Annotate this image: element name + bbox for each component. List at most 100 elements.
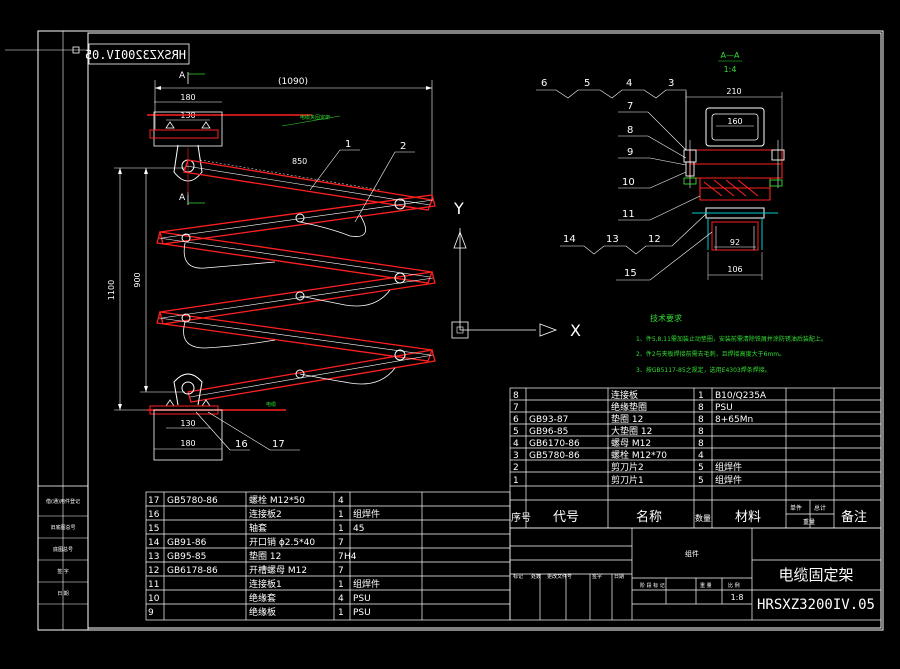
boml-no-9: 9 [148, 608, 154, 618]
bomr-name-4: 螺母 M12 [611, 438, 651, 449]
bom-right-header: 序号 代号 名称 数量 材料 单件 总计 重量 备注 [511, 504, 867, 526]
tb-scale-label: 比 例 [728, 582, 740, 589]
boml-no-16: 16 [148, 510, 160, 520]
bomr-name-5: 大垫圈 12 [611, 425, 652, 437]
callout-7: 7 [627, 101, 633, 112]
mirrored-code: HRSXZ3200IV.05 [85, 48, 186, 62]
boml-name-12: 开槽螺母 M12 [249, 564, 307, 576]
section-marker-top: A [179, 71, 186, 81]
boml-qty-14: 7 [338, 538, 344, 548]
hdr-note: 备注 [841, 509, 867, 525]
callout-15: 15 [624, 268, 637, 279]
tb-doc: 更改文件号 [547, 573, 572, 580]
bomr-code-6: GB93-87 [529, 415, 568, 425]
section-bolts [683, 140, 785, 188]
note-top: 电缆夹固定架 [300, 114, 330, 121]
tb-mark: 标记 [513, 573, 523, 580]
bomr-code-5: GB96-85 [529, 427, 568, 437]
bomr-name-3: 螺栓 M12*70 [611, 449, 667, 461]
drawing-title: 电缆固定架 [778, 566, 853, 584]
dim-diagonal: 850 [292, 157, 307, 166]
bom-right: 8 连接板 1 B10/Q235A 7 绝缘垫圈 8 PSU 6 GB93-87… [509, 387, 882, 529]
hdr-name: 名称 [636, 509, 662, 525]
boml-code-13: GB95-85 [167, 552, 206, 562]
boml-qty-12: 7 [338, 566, 344, 576]
boml-code-14: GB91-86 [167, 538, 207, 548]
hdr-mat: 材料 [735, 510, 761, 525]
tech-note-3: 3、按GB5117-85之规定，选用E4303焊条焊接。 [636, 366, 771, 374]
callout-12: 12 [648, 234, 661, 245]
callout-10: 10 [622, 177, 635, 188]
bomr-qty-5: 8 [698, 427, 704, 437]
boml-name-11: 连接板1 [249, 578, 282, 590]
callout-4: 4 [626, 78, 632, 89]
callout-16: 16 [235, 439, 248, 450]
bomr-qty-2: 5 [698, 463, 704, 473]
boml-code-17: GB5780-86 [167, 496, 218, 506]
bomr-no-2: 2 [513, 463, 519, 473]
boml-qty-10: 4 [338, 594, 344, 604]
bomr-qty-6: 8 [698, 415, 704, 425]
bom-right-rows: 8 连接板 1 B10/Q235A 7 绝缘垫圈 8 PSU 6 GB93-87… [513, 389, 767, 486]
tb-weight: 重 量 [700, 582, 712, 589]
boml-mat-9: PSU [353, 608, 371, 618]
section-scale: 1:4 [724, 65, 737, 74]
callout-14: 14 [563, 234, 576, 245]
bomr-no-3: 3 [513, 451, 519, 461]
boml-mat-13: H4 [344, 552, 357, 562]
bomr-qty-8: 1 [698, 391, 704, 401]
callout-1: 1 [345, 139, 351, 150]
cable-loops [183, 214, 396, 385]
dim-overall-length: (1090) [278, 77, 308, 87]
dim-total-height: 1100 [107, 280, 116, 300]
bomr-name-7: 绝缘垫圈 [611, 401, 647, 413]
boml-qty-13: 7 [338, 552, 344, 562]
outer-frame [37, 30, 884, 631]
title-block: 标记 处数 更改文件号 签字 日期 阶 段 标 记 重 量 比 例 组件 1:8… [509, 527, 882, 621]
tb-component: 组件 [685, 549, 699, 558]
bomr-no-5: 5 [513, 427, 519, 437]
bomr-mat-7: PSU [715, 403, 733, 413]
stamp-label-4: 日 期 [57, 591, 69, 597]
boml-no-10: 10 [148, 594, 160, 604]
section-marker-mid: A [179, 193, 186, 203]
boml-mat-11: 组焊件 [353, 578, 380, 590]
bomr-name-1: 剪刀片1 [611, 474, 644, 486]
note-bottom: 电缆 [266, 401, 276, 408]
bomr-mat-1: 组焊件 [715, 474, 742, 486]
callout-2: 2 [400, 141, 406, 152]
drawing-code: HRSXZ3200IV.05 [757, 597, 875, 613]
bomr-mat-8: B10/Q235A [715, 391, 767, 401]
bomr-mat-6: 8+65Mn [715, 415, 753, 425]
boml-qty-15: 1 [338, 524, 344, 534]
boml-name-17: 螺栓 M12*50 [249, 494, 305, 506]
tb-date: 日期 [614, 574, 624, 580]
tb-scale: 1:8 [731, 593, 744, 602]
bomr-no-6: 6 [513, 415, 519, 425]
bomr-no-7: 7 [513, 403, 519, 413]
dim-92: 92 [730, 238, 740, 247]
hdr-no: 序号 [511, 511, 531, 524]
tb-count: 处数 [531, 573, 541, 580]
callout-6: 6 [541, 78, 547, 89]
dim-inner-height: 900 [133, 272, 142, 287]
bomr-no-4: 4 [513, 439, 519, 449]
ucs-axes: Y X [451, 199, 581, 340]
main-view: (1090) A A 180 130 电缆夹固定架 [107, 71, 436, 461]
tech-note-2: 2、件2与夹板焊接前需去毛刺，且焊接高度大于6mm。 [636, 350, 785, 358]
boml-name-14: 开口销 ϕ2.5*40 [249, 536, 315, 548]
boml-mat-16: 组焊件 [353, 508, 380, 520]
callout-8: 8 [627, 125, 633, 136]
bomr-code-4: GB6170-86 [529, 439, 580, 449]
callout-9: 9 [627, 147, 633, 158]
bomr-qty-4: 8 [698, 439, 704, 449]
dim-210: 210 [726, 87, 741, 96]
boml-name-15: 轴套 [249, 522, 267, 534]
boml-name-16: 连接板2 [249, 508, 282, 520]
boml-no-13: 13 [148, 552, 159, 562]
dim-160: 160 [727, 117, 742, 126]
bomr-no-1: 1 [513, 476, 519, 486]
bomr-name-2: 剪刀片2 [611, 461, 644, 473]
boml-no-15: 15 [148, 524, 159, 534]
boml-no-12: 12 [148, 566, 159, 576]
